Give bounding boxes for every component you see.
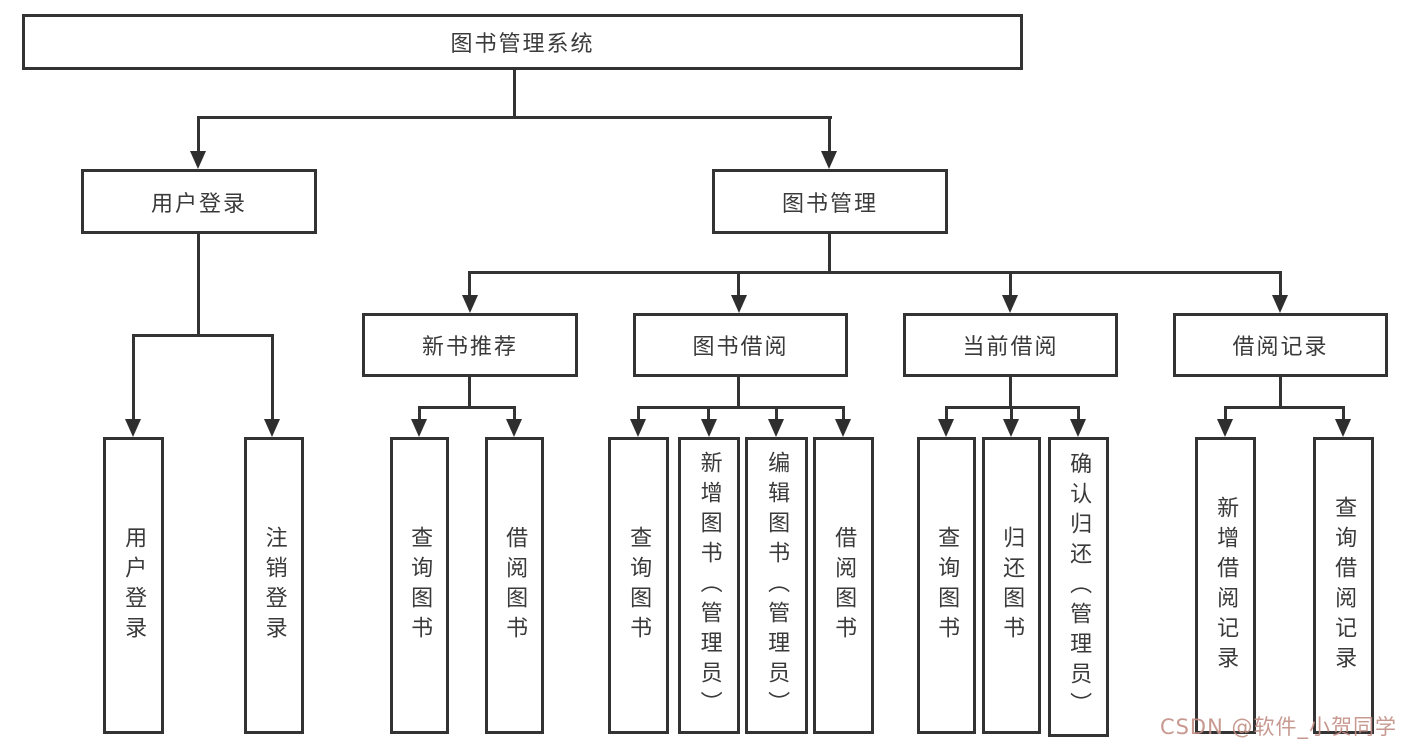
node-new-book-recommendation: 新书推荐 bbox=[362, 313, 578, 377]
arrowhead-down bbox=[125, 419, 141, 437]
connector-line bbox=[737, 271, 740, 297]
leaf-query-books-recommend: 查询图书 bbox=[390, 437, 449, 734]
leaf-label: 注销登录 bbox=[261, 525, 287, 646]
node-label: 新书推荐 bbox=[421, 335, 518, 360]
arrowhead-down bbox=[768, 419, 784, 437]
connector-line bbox=[1342, 406, 1345, 421]
leaf-label: 查询借阅记录 bbox=[1331, 495, 1357, 676]
connector-line bbox=[637, 406, 845, 409]
arrowhead-down bbox=[411, 419, 427, 437]
connector-line bbox=[468, 271, 1281, 274]
node-label: 图书管理 bbox=[781, 191, 878, 217]
connector-line bbox=[1010, 406, 1013, 421]
leaf-borrow-books-borrowing: 借阅图书 bbox=[813, 437, 874, 734]
connector-line bbox=[828, 116, 831, 153]
node-user-login: 用户登录 bbox=[81, 169, 317, 234]
arrowhead-down bbox=[1002, 295, 1018, 313]
connector-line bbox=[197, 233, 200, 337]
connector-line bbox=[132, 334, 135, 420]
arrowhead-down bbox=[190, 151, 206, 169]
leaf-label: 查询图书 bbox=[626, 525, 652, 646]
node-borrowing-records: 借阅记录 bbox=[1173, 313, 1388, 377]
connector-line bbox=[1009, 271, 1012, 297]
node-label: 当前借阅 bbox=[962, 335, 1059, 360]
arrowhead-down bbox=[1003, 419, 1019, 437]
connector-line bbox=[707, 406, 710, 421]
arrowhead-down bbox=[462, 295, 478, 313]
node-book-management: 图书管理 bbox=[712, 169, 948, 234]
leaf-add-borrow-record: 新增借阅记录 bbox=[1195, 437, 1256, 734]
connector-line bbox=[1077, 406, 1080, 421]
node-label: 借阅记录 bbox=[1232, 335, 1329, 360]
connector-line bbox=[1279, 271, 1282, 297]
node-label: 图书管理系统 bbox=[450, 32, 595, 57]
connector-line bbox=[775, 406, 778, 421]
leaf-query-books-borrowing: 查询图书 bbox=[608, 437, 669, 734]
connector-line bbox=[1224, 406, 1227, 421]
arrowhead-down bbox=[938, 419, 954, 437]
leaf-label: 编辑图书（管理员） bbox=[764, 450, 790, 721]
arrowhead-down bbox=[821, 151, 837, 169]
leaf-query-books-current: 查询图书 bbox=[917, 437, 976, 734]
watermark: CSDN @软件_小贺同学 bbox=[1159, 715, 1397, 739]
arrowhead-down bbox=[264, 419, 280, 437]
connector-line bbox=[842, 406, 845, 421]
leaf-label: 用户登录 bbox=[121, 525, 147, 646]
connector-line bbox=[418, 406, 421, 421]
node-current-borrowing: 当前借阅 bbox=[903, 313, 1118, 377]
node-label: 图书借阅 bbox=[692, 335, 789, 360]
node-book-borrowing: 图书借阅 bbox=[633, 313, 848, 377]
arrowhead-down bbox=[701, 419, 717, 437]
connector-line bbox=[468, 271, 471, 297]
arrowhead-down bbox=[1335, 419, 1351, 437]
connector-line bbox=[828, 233, 831, 274]
arrowhead-down bbox=[1217, 419, 1233, 437]
node-library-management-system: 图书管理系统 bbox=[22, 14, 1023, 70]
leaf-label: 查询图书 bbox=[407, 525, 433, 646]
leaf-label: 查询图书 bbox=[934, 525, 960, 646]
connector-line bbox=[1009, 376, 1012, 409]
connector-line bbox=[1279, 376, 1282, 409]
connector-line bbox=[737, 376, 740, 409]
leaf-label: 确认归还（管理员） bbox=[1066, 452, 1092, 722]
leaf-confirm-return-admin: 确认归还（管理员） bbox=[1048, 437, 1109, 737]
connector-line bbox=[945, 406, 948, 421]
connector-line bbox=[418, 406, 516, 409]
arrowhead-down bbox=[835, 419, 851, 437]
connector-line bbox=[513, 69, 516, 119]
connector-line bbox=[1224, 406, 1345, 409]
leaf-edit-books-admin: 编辑图书（管理员） bbox=[745, 437, 808, 734]
leaf-label: 归还图书 bbox=[999, 525, 1025, 646]
arrowhead-down bbox=[731, 295, 747, 313]
leaf-return-books: 归还图书 bbox=[982, 437, 1041, 734]
connector-line bbox=[197, 116, 200, 153]
connector-line bbox=[513, 406, 516, 421]
leaf-borrow-books-recommend: 借阅图书 bbox=[485, 437, 544, 734]
connector-line bbox=[197, 116, 832, 119]
leaf-label: 新增借阅记录 bbox=[1213, 495, 1239, 676]
node-label: 用户登录 bbox=[150, 191, 247, 217]
leaf-user-login: 用户登录 bbox=[103, 437, 164, 734]
arrowhead-down bbox=[506, 419, 522, 437]
leaf-label: 借阅图书 bbox=[831, 525, 857, 646]
leaf-query-borrow-record: 查询借阅记录 bbox=[1313, 437, 1374, 734]
arrowhead-down bbox=[1070, 419, 1086, 437]
arrowhead-down bbox=[630, 419, 646, 437]
leaf-label: 新增图书（管理员） bbox=[696, 450, 722, 721]
connector-line bbox=[468, 376, 471, 409]
connector-line bbox=[271, 334, 274, 420]
arrowhead-down bbox=[1272, 295, 1288, 313]
connector-line bbox=[132, 334, 274, 337]
leaf-label: 借阅图书 bbox=[502, 525, 528, 646]
leaf-add-books-admin: 新增图书（管理员） bbox=[678, 437, 740, 734]
connector-line bbox=[637, 406, 640, 421]
leaf-logout: 注销登录 bbox=[244, 437, 304, 734]
